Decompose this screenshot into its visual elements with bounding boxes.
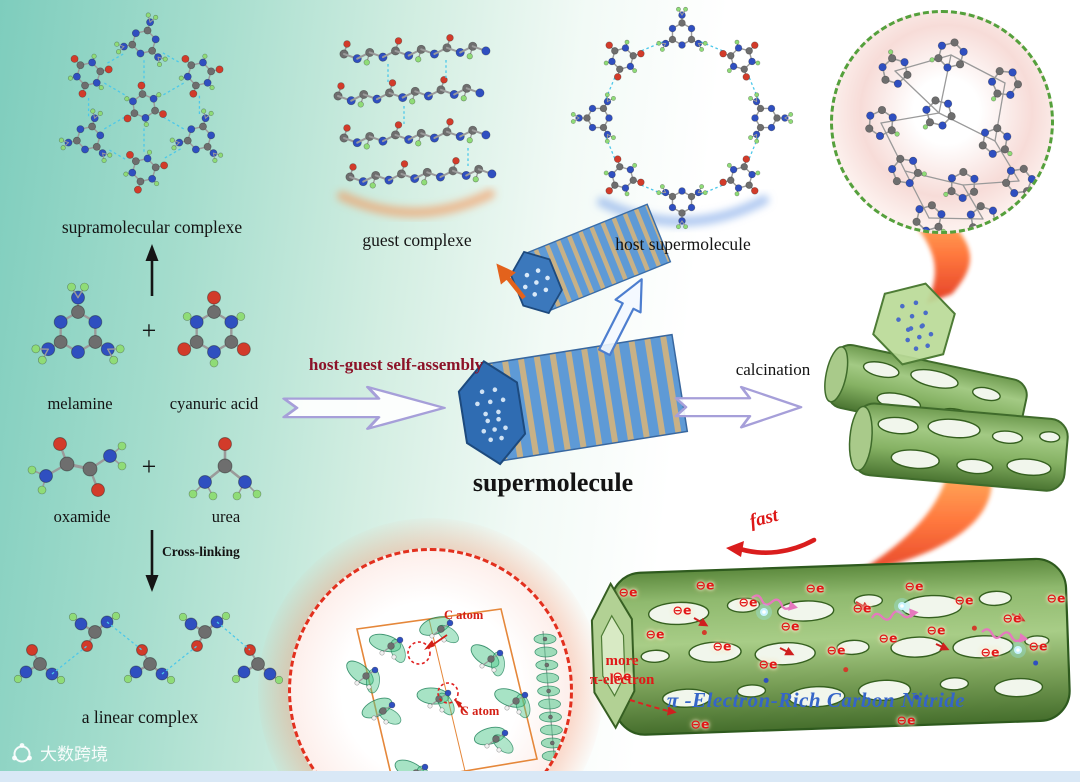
large-prism — [457, 333, 689, 466]
guest-complex-structure — [333, 34, 497, 189]
watermark: 大数跨境 — [10, 740, 108, 765]
melamine-structure — [31, 282, 125, 365]
linear-complex-structure — [13, 611, 284, 685]
watermark-text: 大数跨境 — [40, 745, 108, 764]
carbon-nitride-main-tube — [590, 557, 1071, 736]
calcination-label: calcination — [735, 360, 811, 379]
flame-connector-bottom — [842, 460, 992, 582]
crosslinking-label: Cross-linking — [162, 544, 240, 559]
melamine-label: melamine — [47, 394, 113, 413]
host-supermolecule-label: host supermolecule — [615, 234, 751, 254]
linear-complex-label: a linear complex — [81, 707, 199, 727]
guest-glow-arc — [337, 189, 495, 218]
more-pi-electron-label: more π-electron — [590, 652, 655, 690]
carbon-nitride-label: π -Electron-Rich Carbon Nitride — [666, 688, 966, 712]
pi-electron-label: π-electron — [589, 671, 655, 688]
bottom-bar — [0, 771, 1080, 782]
carbon-nitride-tubes — [824, 282, 1069, 492]
plus-sign: + — [141, 316, 157, 345]
carbon-nitride-network — [865, 38, 1036, 231]
c-atom-label-2: C atom — [460, 704, 500, 718]
urea-label: urea — [211, 507, 241, 526]
carbon-nitride-zoom-inset — [830, 10, 1054, 234]
assembly-label: host-guest self-assembly — [308, 355, 484, 374]
host-supermolecule-structure — [570, 6, 794, 230]
plus-sign: + — [141, 452, 157, 481]
hexagonal-plate — [872, 282, 956, 366]
supermolecule-crystal — [457, 203, 689, 466]
cyanuric-acid-label: cyanuric acid — [169, 394, 259, 413]
oxamide-label: oxamide — [53, 507, 111, 526]
oxamide-structure — [27, 437, 127, 497]
supermolecule-label: supermolecule — [472, 468, 634, 497]
more-label: more — [605, 653, 639, 669]
cyanuric-acid-structure — [177, 290, 251, 368]
guest-complex-label: guest complexe — [362, 230, 472, 250]
supramolecular-complex-label: supramolecular complexe — [61, 217, 243, 237]
porous-tube-lower — [848, 402, 1069, 492]
urea-structure — [188, 437, 262, 501]
watermark-logo — [12, 742, 32, 762]
supramolecular-complex-structure — [58, 12, 224, 194]
c-atom-label-1: C atom — [444, 608, 484, 622]
